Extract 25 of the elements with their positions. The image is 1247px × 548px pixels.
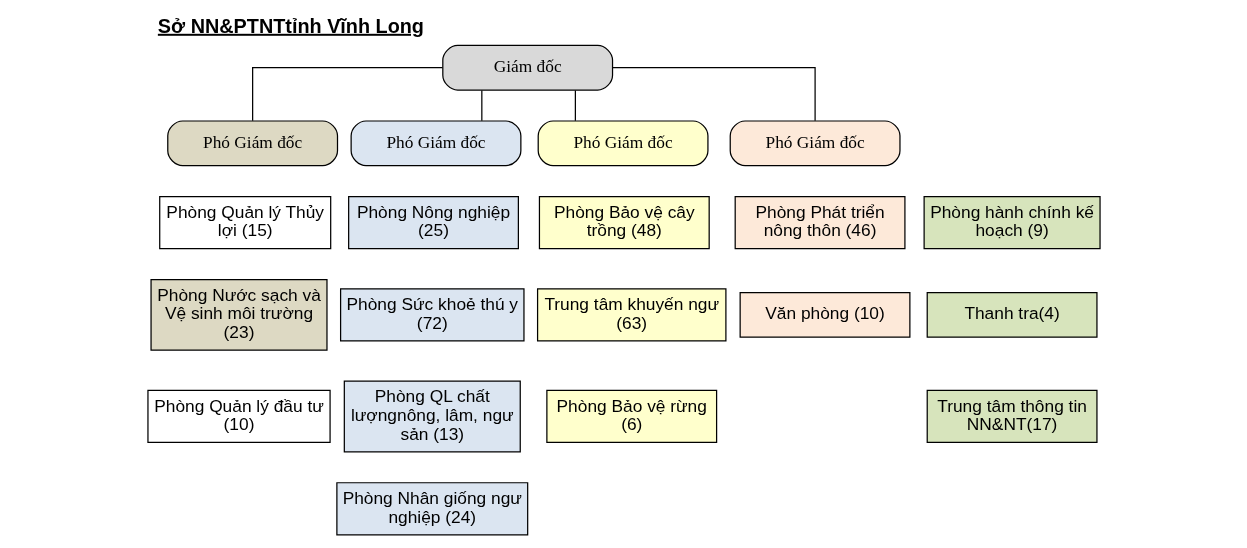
node-box: Phòng Quản lý Thủy lợi (15)	[158, 195, 331, 250]
diagram-title: Sở NN&PTNTtỉnh Vĩnh Long	[157, 14, 424, 37]
node-box: Phòng Phát triển nông thôn (46)	[734, 195, 906, 250]
node-box: Phòng Bảo vệ cây trồng (48)	[538, 195, 710, 250]
node-box: Phó Giám đốc	[537, 120, 709, 167]
node-box: Phòng Sức khoẻ thú y (72)	[339, 288, 525, 342]
node-box: Trung tâm khuyến ngư (63)	[536, 288, 726, 342]
node-box: Phòng hành chính kế hoạch (9)	[923, 195, 1101, 250]
node-box: Phó Giám đốc	[166, 120, 338, 167]
node-box: Phòng QL chất lượngnông, lâm, ngư sản (13)	[343, 380, 521, 453]
node-box: Giám đốc	[441, 44, 613, 91]
connector	[574, 89, 576, 122]
node-box: Văn phòng (10)	[739, 291, 910, 338]
node-box: Phó Giám đốc	[350, 120, 521, 167]
node-box: Phòng Bảo vệ rừng (6)	[545, 389, 717, 444]
node-box: Phòng Nông nghiệp (25)	[347, 195, 519, 250]
node-box: Phòng Nhân giống ngư nghiệp (24)	[335, 482, 528, 536]
node-box: Phòng Quản lý đầu tư (10)	[146, 389, 331, 444]
node-box: Phó Giám đốc	[729, 120, 901, 167]
connector	[611, 67, 816, 122]
connector	[251, 67, 443, 122]
connector	[480, 89, 482, 122]
node-box: Trung tâm thông tin NN&NT(17)	[926, 389, 1098, 444]
node-box: Thanh tra(4)	[926, 291, 1098, 338]
node-box: Phòng Nước sạch và Vệ sinh môi trường (23)	[149, 278, 328, 351]
